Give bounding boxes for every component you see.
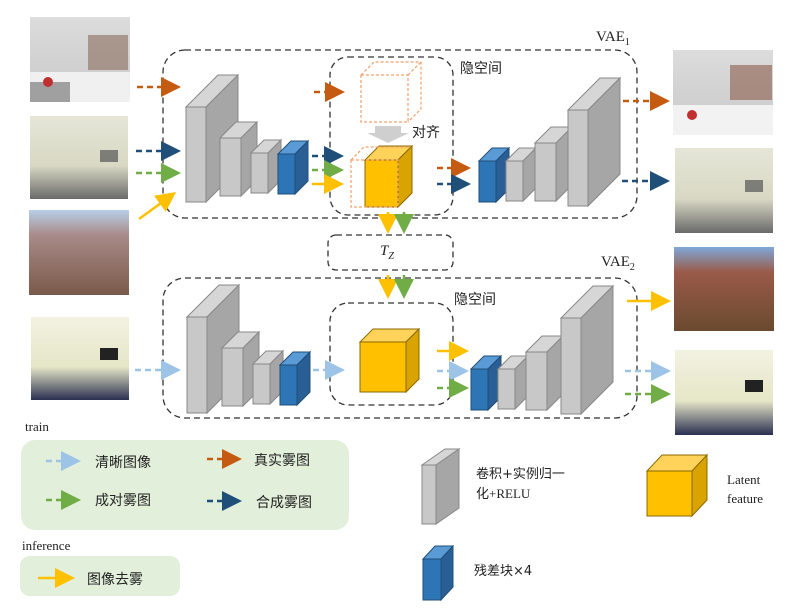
vae2-latent-cube [358, 327, 421, 394]
output-image-dehazed-canyon [674, 247, 774, 331]
vae1-decoder [477, 76, 622, 208]
conv-block [496, 354, 530, 411]
residual-block [477, 146, 511, 204]
vae1-label: VAE1 [596, 29, 630, 48]
legend-residual-block-icon [421, 544, 455, 602]
legend-residual-block-label: 残差块×4 [474, 564, 533, 579]
transform-label: TZ [380, 243, 394, 262]
latent-feature-cube [363, 144, 414, 209]
align-arrow [367, 126, 409, 143]
vae2-latent-space-label: 隐空间 [454, 292, 496, 308]
conv-block [504, 146, 538, 203]
vae2-label: VAE2 [601, 254, 635, 273]
legend-clear-image: 清晰图像 [95, 455, 151, 471]
legend-conv-block-icon [420, 448, 461, 525]
transform-box [327, 234, 454, 271]
residual-block [276, 139, 310, 196]
conv-block [566, 76, 622, 208]
train-legend-box [21, 440, 349, 530]
output-image-clear-room [675, 350, 773, 435]
arrow-dehaze [138, 192, 177, 221]
aligned-latent-outline [350, 146, 411, 208]
vae2-latent-space-boundary [329, 302, 454, 406]
conv-block [559, 284, 615, 416]
vae2-encoder [185, 283, 312, 415]
output-image-synthetic-dehazed [675, 148, 773, 233]
conv-block [533, 125, 574, 203]
vae2-decoder [469, 284, 615, 416]
output-image-real-dehazed [673, 50, 773, 135]
input-image-synthetic-hazy [30, 116, 128, 199]
legend-paired-hazy: 成对雾图 [95, 493, 151, 509]
legend-real-hazy: 真实雾图 [254, 453, 310, 469]
residual-block [469, 354, 503, 412]
input-image-real-hazy [30, 17, 130, 102]
vae2-boundary [162, 277, 638, 419]
align-label: 对齐 [412, 125, 440, 141]
legend-arrows [38, 449, 242, 588]
legend-latent-cube-icon [645, 453, 709, 518]
input-image-hazy-canyon [29, 210, 129, 295]
flow-arrows [135, 77, 671, 404]
real-latent-cube-outline [360, 61, 422, 123]
legend-conv-block-label: 卷积+实例归一化+RELU [476, 467, 565, 501]
conv-block [524, 334, 565, 412]
inference-label: inference [22, 538, 71, 553]
conv-block [218, 120, 259, 198]
conv-block [251, 349, 285, 406]
vae1-latent-space-label: 隐空间 [460, 61, 502, 77]
input-image-clear-room [31, 317, 129, 400]
vae1-latent-space-boundary [329, 56, 454, 216]
legend-dehaze: 图像去雾 [87, 572, 143, 588]
vae1-encoder [184, 73, 310, 204]
train-label: train [25, 419, 49, 434]
vae1-boundary [162, 49, 638, 219]
conv-block [249, 138, 283, 195]
legend-synthetic-hazy: 合成雾图 [256, 495, 312, 511]
residual-block [278, 350, 312, 407]
